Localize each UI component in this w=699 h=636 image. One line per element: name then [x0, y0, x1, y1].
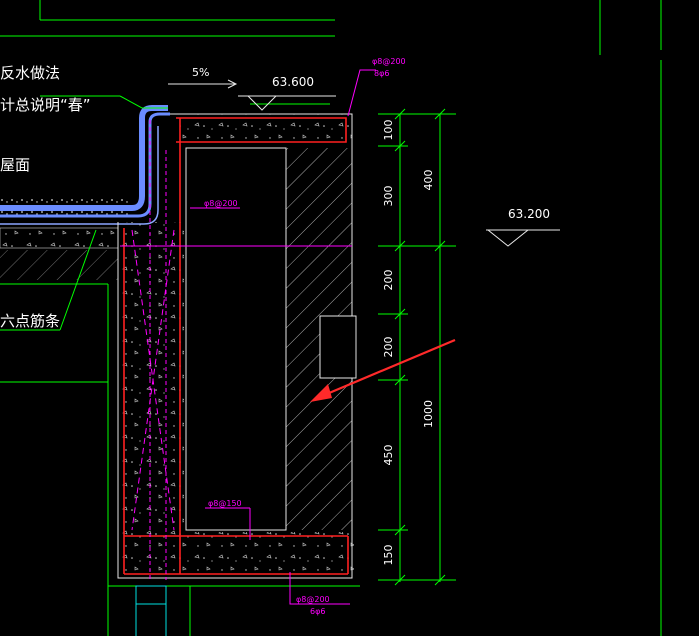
- slope-label: 5%: [192, 66, 209, 79]
- dim-400: 400: [422, 170, 435, 191]
- rebar-magenta: [120, 69, 376, 605]
- notch: [319, 315, 357, 379]
- label-general-note: 计总说明“春”: [0, 96, 91, 114]
- bottom-column: [135, 585, 191, 636]
- rebar-bottom-2: 6φ6: [310, 607, 325, 616]
- elevation-side: 63.200: [508, 207, 550, 221]
- label-rebar-strip: 六点筋条: [0, 312, 60, 330]
- rebar-bottom-1: φ8@200: [296, 595, 330, 604]
- rebar-red: [123, 117, 349, 575]
- label-waterproof: 反水做法: [0, 64, 60, 82]
- elevation-top: 63.600: [272, 75, 314, 89]
- rebar-top-right-1: φ8@200: [372, 57, 406, 66]
- slope-arrow: [168, 79, 238, 89]
- concrete-sections: [118, 114, 354, 578]
- rebar-top-right-2: 8φ6: [374, 69, 389, 78]
- dim-100: 100: [382, 120, 395, 141]
- dim-450: 450: [382, 445, 395, 466]
- red-arrow-icon: [310, 338, 456, 402]
- dim-150: 150: [382, 545, 395, 566]
- label-face: 屋面: [0, 156, 30, 174]
- text-labels: 反水做法 计总说明“春” 屋面 六点筋条 5% 63.600 63.200 φ8…: [0, 57, 550, 616]
- elevation-markers: [238, 95, 560, 247]
- rebar-inner-upper: φ8@200: [204, 199, 238, 208]
- dim-1000: 1000: [422, 400, 435, 428]
- dim-300: 300: [382, 186, 395, 207]
- frame-lines: [0, 0, 662, 636]
- rebar-inner-lower: φ8@150: [208, 499, 242, 508]
- dimension-lines: [0, 95, 560, 586]
- outlines: [117, 113, 353, 579]
- dim-200-b: 200: [382, 337, 395, 358]
- dim-200-a: 200: [382, 270, 395, 291]
